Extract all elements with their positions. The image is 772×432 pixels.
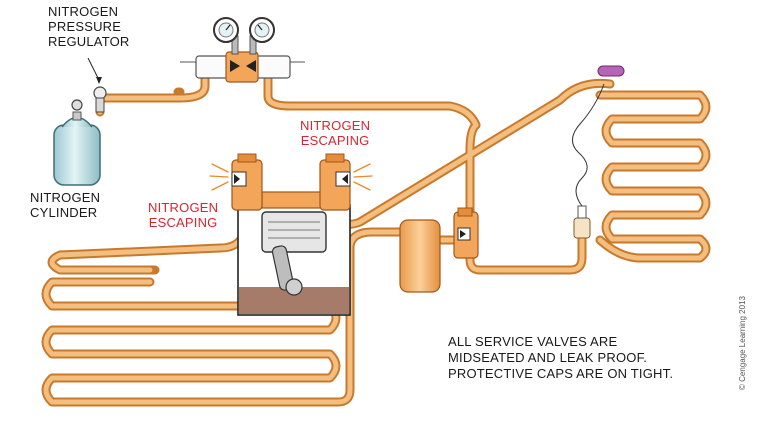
pressure-regulator-icon <box>71 86 107 113</box>
liquid-receiver <box>399 219 441 293</box>
escaping-nitrogen-left-icon <box>209 163 229 191</box>
expansion-valve <box>573 205 591 239</box>
sensing-bulb-icon <box>597 65 625 77</box>
regulator-pointer-arrow <box>87 57 102 84</box>
king-valve <box>453 207 479 259</box>
suction-service-valve <box>319 153 351 211</box>
cylinder-label: NITROGEN CYLINDER <box>30 190 101 220</box>
nitrogen-cylinder <box>53 111 101 186</box>
low-side-gauge-icon <box>213 17 239 43</box>
copyright-credit: © Cengage Learning 2013 <box>738 296 747 390</box>
escaping-nitrogen-right-icon <box>353 163 373 191</box>
gauge-manifold <box>180 35 305 83</box>
service-valve-note: ALL SERVICE VALVES ARE MIDSEATED AND LEA… <box>448 334 674 381</box>
compressor <box>237 191 351 316</box>
nitrogen-escaping-top-label: NITROGEN ESCAPING <box>300 118 371 148</box>
high-side-gauge-icon <box>249 17 275 43</box>
nitrogen-escaping-left-label: NITROGEN ESCAPING <box>148 200 219 230</box>
capillary-tube <box>572 83 605 207</box>
discharge-service-valve <box>231 153 263 211</box>
regulator-label: NITROGEN PRESSURE REGULATOR <box>48 4 130 49</box>
